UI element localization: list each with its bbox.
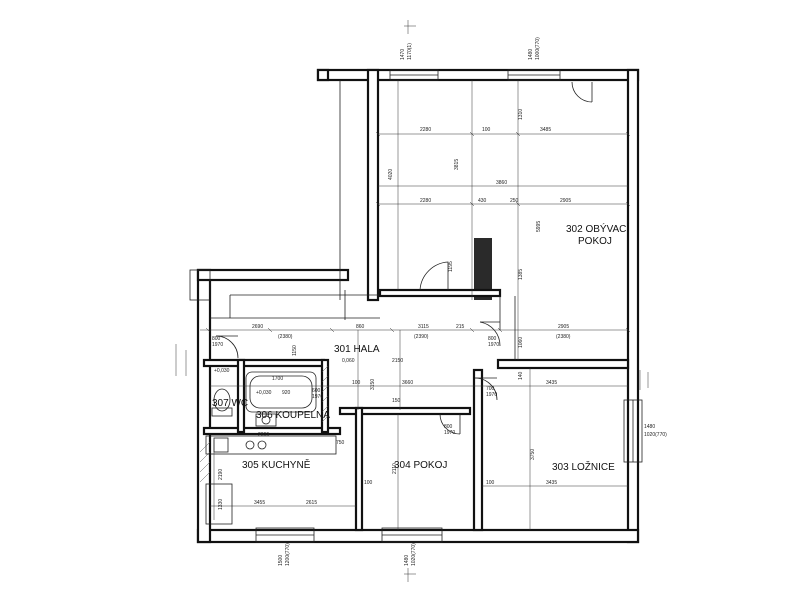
dim-door-5: 1970 [488,342,499,348]
dim-hall-3: 215 [456,324,465,330]
windows [255,69,643,543]
dim-door-3: 1970 [312,394,323,400]
doors [215,81,593,435]
dim-hall-2: 3115 [418,324,429,330]
dim-v-14: 750 [336,440,345,446]
dim-win-8: 1480 [404,555,410,566]
dim-hall-0: 2690 [252,324,263,330]
interior-walls [202,238,630,532]
dim-door-0: 800 [212,336,221,342]
outer-walls [196,68,640,544]
dim-v-13: 140 [518,371,524,380]
dim-win-5: 1020(770) [644,432,667,438]
dim-top-6: 250 [510,198,519,204]
dim-win-0: 1470 [400,49,406,60]
dim-door-7: 1970 [486,392,497,398]
room-301-label: 301 HALA [334,344,380,355]
dim-v-8: 2190 [218,469,224,480]
dim-win-3: 1000(770) [535,37,541,60]
dim-door-6: 700 [486,386,495,392]
room-305-label: 305 KUCHYNĚ [242,458,311,471]
room-304-label: 304 POKOJ [394,460,447,471]
dim-lower-3: 3435 [546,480,557,486]
dim-win-4: 1480 [644,424,655,430]
dim-door-8: 800 [444,424,453,430]
dim-v-10: 3150 [370,379,376,390]
dim-v-3: 1385 [518,269,524,280]
dimension-lines [175,20,649,582]
dim-top-5: 430 [478,198,487,204]
dim-top-4: 2280 [420,198,431,204]
room-307-label: 307 WC [212,398,248,409]
dim-v-4: 1310 [518,109,524,120]
dim-v-15: 920 [282,390,291,396]
dim-top-3: 3860 [496,180,507,186]
dim-door-4: 800 [488,336,497,342]
dim-door-1: 1970 [212,342,223,348]
dim-v-7: 1150 [292,345,298,356]
dim-v-1: 3815 [454,159,460,170]
fixtures [199,365,337,525]
room-301-area: 0,060 [342,358,355,364]
dim-hall-7: (2380) [556,334,571,340]
dim-win-7: 1200(770) [285,543,291,566]
room-307-level: +0,030 [214,368,230,374]
dim-top-7: 2905 [560,198,571,204]
dim-win-2: 1480 [528,49,534,60]
dim-hall-lower-3: 2150 [392,358,403,364]
dim-v-6: 2110 [392,463,398,474]
dim-lower-5: 100 [486,480,495,486]
room-306-label: 306 KOUPELNA [256,410,330,421]
room-306-level: +0,030 [256,390,272,396]
dim-v-12: 1060 [518,337,524,348]
room-302-label-line1: 302 OBÝVACÍ [566,222,629,235]
dim-hall-lower-0: 3660 [402,380,413,386]
room-labels: 301 HALA 0,060 302 OBÝVACÍ POKOJ 303 LOŽ… [212,222,629,473]
dim-v-5: 3750 [530,449,536,460]
dim-hall-lower-4: 150 [392,398,401,404]
dim-lower-4: 100 [364,480,373,486]
dim-v-2: 5995 [536,221,542,232]
dim-v-0: 4020 [388,169,394,180]
dim-top-0: 2280 [420,127,431,133]
dim-hall-1: 860 [356,324,365,330]
dim-hall-6: (2390) [414,334,429,340]
upper-left-structure [189,80,380,320]
dimension-values: 2280 100 3485 3860 2280 430 250 2905 269… [212,37,667,566]
dim-top-2: 3485 [540,127,551,133]
dim-hall-lower-1: 3435 [546,380,557,386]
dim-lower-2: 2809 [258,432,269,438]
dim-hall-5: (2380) [278,334,293,340]
room-302-label-line2: POKOJ [578,236,612,247]
room-303-label: 303 LOŽNICE [552,460,615,473]
dim-v-11: 1195 [448,261,454,272]
dim-door-9: 1970 [444,430,455,436]
dim-lower-0: 3455 [254,500,265,506]
dim-win-9: 1020(770) [411,543,417,566]
dim-door-2: 600 [312,388,321,394]
dim-top-1: 100 [482,127,491,133]
dim-lower-1: 2615 [306,500,317,506]
dim-v-16: 1700 [272,376,283,382]
dim-hall-lower-2: 100 [352,380,361,386]
dim-hall-4: 2905 [558,324,569,330]
dim-win-6: 1500 [278,555,284,566]
dim-v-9: 1330 [218,499,224,510]
dim-win-1: 1170(1) [407,43,413,60]
